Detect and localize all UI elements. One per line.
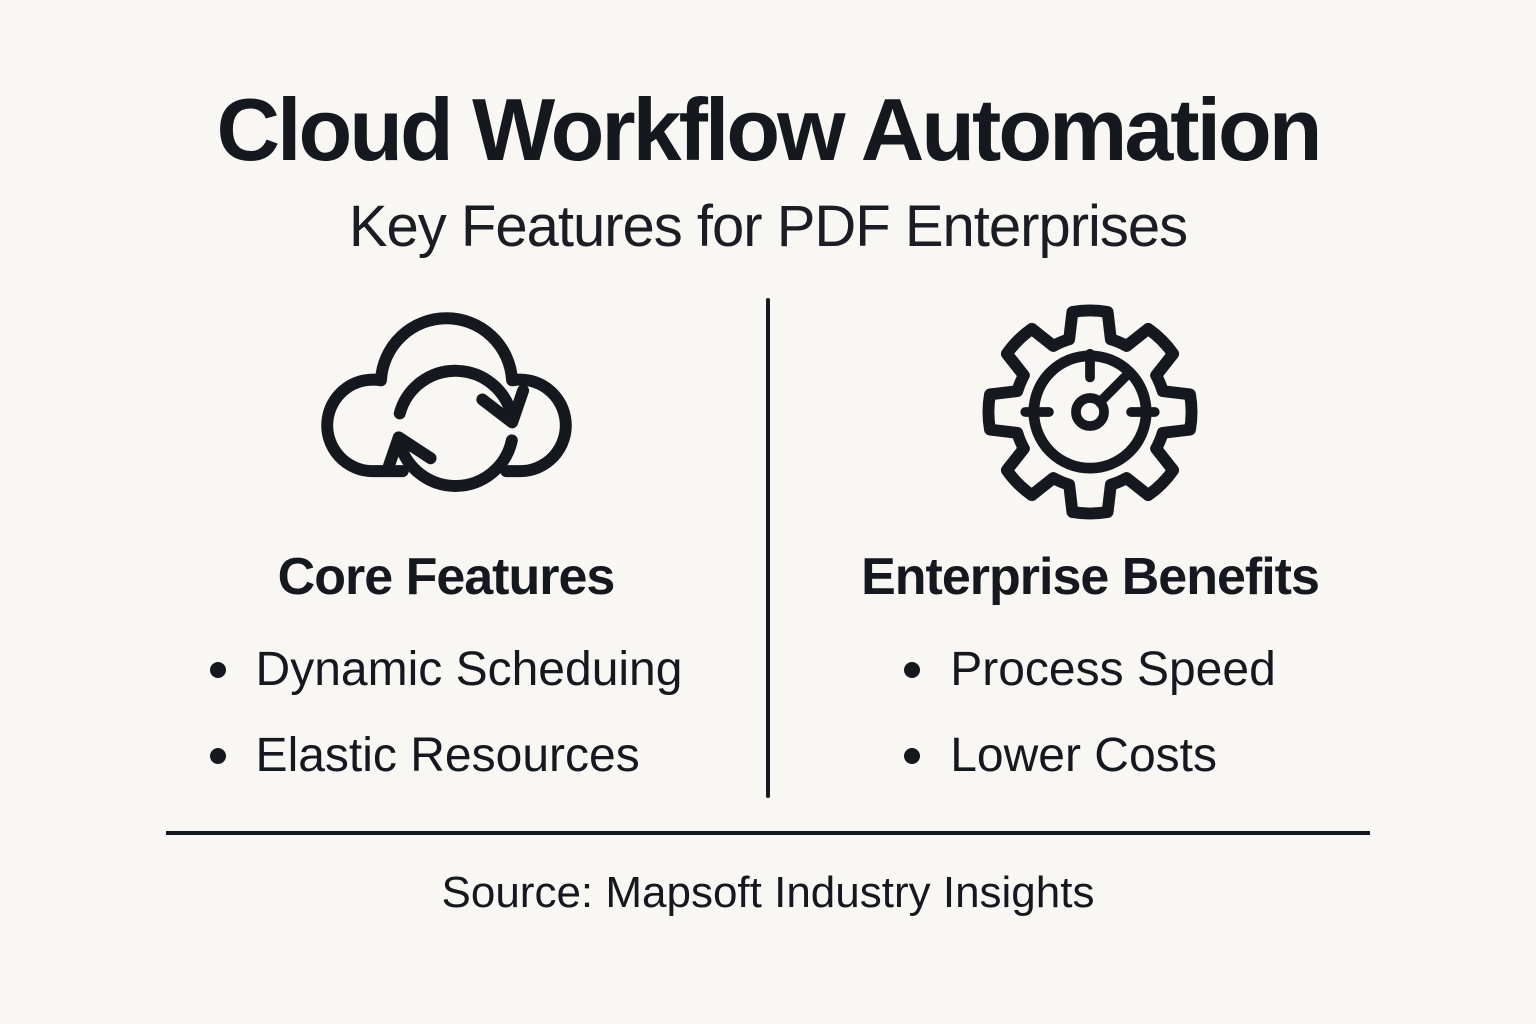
- bullet-dot: [904, 747, 921, 764]
- gear-gauge-icon: [770, 298, 1410, 548]
- horizontal-rule: [166, 830, 1370, 835]
- bullet-dot: [209, 661, 226, 678]
- bullet-dot: [904, 661, 921, 678]
- list-item: Process Speed: [904, 642, 1276, 698]
- list-item: Dynamic Scheduing: [209, 642, 683, 698]
- bullet-label: Elastic Resources: [255, 729, 640, 783]
- bullet-label: Process Speed: [950, 643, 1276, 697]
- cloud-sync-icon-svg: [320, 312, 572, 492]
- two-column-section: Core Features Dynamic Scheduing Elastic …: [126, 297, 1410, 798]
- cloud-sync-icon: [126, 298, 766, 548]
- core-features-column: Core Features Dynamic Scheduing Elastic …: [126, 298, 766, 798]
- right-column-heading: Enterprise Benefits: [861, 547, 1320, 606]
- vertical-divider: [766, 297, 770, 798]
- list-item: Lower Costs: [904, 728, 1276, 784]
- source-note: Source: Mapsoft Industry Insights: [441, 867, 1095, 917]
- page-subtitle: Key Features for PDF Enterprises: [348, 194, 1188, 260]
- page-title: Cloud Workflow Automation: [216, 80, 1322, 179]
- list-item: Elastic Resources: [209, 728, 683, 784]
- left-bullet-list: Dynamic Scheduing Elastic Resources: [209, 642, 683, 784]
- enterprise-benefits-column: Enterprise Benefits Process Speed Lower …: [770, 298, 1410, 798]
- left-column-heading: Core Features: [277, 547, 616, 606]
- gear-gauge-icon-svg: [982, 304, 1198, 520]
- bullet-dot: [209, 747, 226, 764]
- right-bullet-list: Process Speed Lower Costs: [904, 642, 1276, 784]
- bullet-label: Dynamic Scheduing: [255, 643, 683, 697]
- bullet-label: Lower Costs: [950, 729, 1217, 783]
